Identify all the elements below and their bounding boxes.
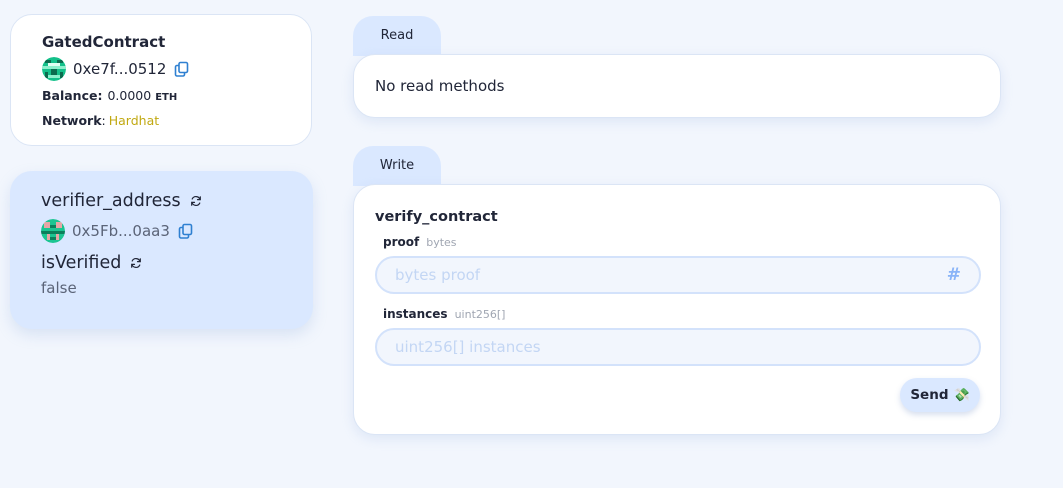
write-methods-panel: verify_contract proof bytes # instances … bbox=[353, 184, 1001, 435]
contract-name: GatedContract bbox=[42, 33, 166, 51]
network-label: Network bbox=[42, 113, 102, 128]
variable-address[interactable]: 0x5Fb...0aa3 bbox=[72, 222, 170, 240]
refresh-icon[interactable] bbox=[130, 257, 142, 269]
param-type: uint256[] bbox=[454, 308, 506, 321]
blockie-avatar-icon bbox=[42, 57, 66, 81]
variable-name: isVerified bbox=[41, 253, 122, 273]
proof-input-wrapper: # bbox=[375, 256, 981, 294]
variable-row: verifier_address bbox=[41, 190, 313, 212]
variable-row: isVerified bbox=[41, 252, 313, 274]
balance-unit: ETH bbox=[155, 92, 178, 103]
contract-address[interactable]: 0xe7f...0512 bbox=[73, 60, 167, 78]
copy-icon[interactable] bbox=[174, 61, 189, 77]
param-label-proof: proof bytes bbox=[383, 234, 980, 251]
instances-input[interactable] bbox=[395, 338, 961, 356]
param-name: instances bbox=[383, 307, 448, 321]
param-type: bytes bbox=[426, 236, 457, 249]
proof-input[interactable] bbox=[395, 266, 947, 284]
network-row: Network: Hardhat bbox=[42, 112, 311, 129]
contract-address-row: 0xe7f...0512 bbox=[42, 57, 311, 81]
contract-info-card: GatedContract 0xe7f...0512 Balance: 0.00… bbox=[10, 14, 312, 146]
param-label-instances: instances uint256[] bbox=[383, 306, 980, 323]
variable-value: false bbox=[41, 279, 77, 297]
network-separator: : bbox=[101, 113, 106, 128]
balance-row: Balance: 0.0000 ETH bbox=[42, 87, 311, 106]
balance-label: Balance: bbox=[42, 88, 103, 103]
send-button[interactable]: Send 💸 bbox=[900, 378, 980, 412]
variable-address-row: 0x5Fb...0aa3 bbox=[41, 219, 313, 243]
param-name: proof bbox=[383, 235, 420, 249]
tab-write: Write bbox=[353, 146, 441, 186]
tab-read: Read bbox=[353, 16, 441, 56]
read-methods-panel: No read methods bbox=[353, 54, 1001, 118]
refresh-icon[interactable] bbox=[190, 195, 202, 207]
instances-input-wrapper bbox=[375, 328, 981, 366]
network-value: Hardhat bbox=[108, 113, 160, 128]
variable-name: verifier_address bbox=[41, 191, 181, 211]
contract-variables-card: verifier_address 0x5Fb...0aa3 isVerified bbox=[10, 171, 313, 329]
send-label: Send bbox=[910, 387, 949, 403]
method-name: verify_contract bbox=[375, 209, 498, 225]
no-read-methods-text: No read methods bbox=[375, 77, 505, 95]
hash-icon[interactable]: # bbox=[946, 265, 961, 285]
copy-icon[interactable] bbox=[178, 223, 193, 239]
money-wings-icon: 💸 bbox=[953, 387, 970, 403]
balance-value: 0.0000 bbox=[107, 88, 152, 103]
blockie-avatar-icon bbox=[41, 219, 65, 243]
